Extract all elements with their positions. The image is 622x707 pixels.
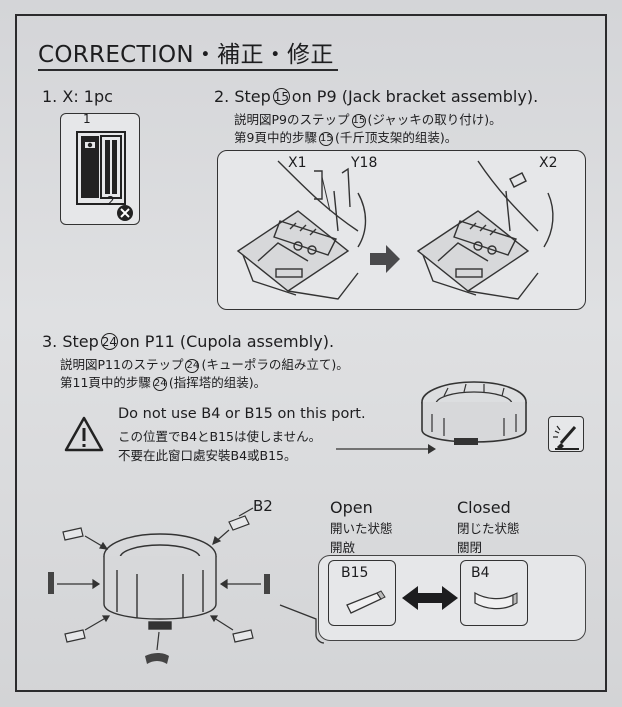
sprue-part-icon — [61, 114, 141, 226]
step1-part-panel: 1 2 — [60, 113, 140, 225]
step2-heading-post: on P9 (Jack bracket assembly). — [292, 87, 538, 106]
step3-cn-post: (指挥塔的组装)。 — [169, 375, 266, 390]
part-number-2: 2 — [107, 194, 115, 208]
open-jp: 開いた状態 — [330, 518, 393, 537]
warning-cn: 不要在此窗口處安裝B4或B15。 — [118, 445, 297, 464]
step2-heading-pre: 2. Step — [214, 87, 271, 106]
title-underline — [38, 69, 338, 71]
step3-number: 24 — [101, 333, 118, 350]
cupola-port-diagram — [414, 370, 534, 470]
open-cn: 開啟 — [330, 537, 355, 556]
jack-bracket-diagram — [218, 151, 587, 311]
step2-jp-pre: 説明図P9のステップ — [234, 112, 350, 127]
warning-en: Do not use B4 or B15 on this port. — [118, 406, 366, 422]
label-b2: B2 — [253, 497, 273, 515]
closed-cn: 關閉 — [457, 537, 482, 556]
step2-cn-post: (千斤顶支架的组装)。 — [335, 130, 457, 145]
step2-cn-pre: 第9頁中的步驟 — [234, 130, 317, 145]
leader-line — [336, 443, 436, 455]
part-number-1: 1 — [83, 112, 91, 126]
open-en: Open — [330, 498, 373, 517]
cupola-exploded-diagram — [45, 494, 305, 674]
step3-heading-pre: 3. Step — [42, 332, 99, 351]
toggle-arrows-icon — [400, 583, 460, 613]
step2-jp-post: (ジャッキの取り付け)。 — [368, 112, 502, 127]
warning-jp: この位置でB4とB15は使しません。 — [118, 426, 321, 445]
cement-brush-icon — [549, 417, 585, 453]
warning-icon — [64, 416, 104, 452]
step2-diagram-panel: X1 Y18 X2 — [217, 150, 586, 310]
closed-jp: 閉じた状態 — [457, 518, 520, 537]
label-y18: Y18 — [351, 155, 377, 171]
label-x1: X1 — [288, 155, 307, 171]
cement-icon-box — [548, 416, 584, 452]
step3-jp-post: (キューポラの組み立て)。 — [201, 357, 348, 372]
step3-cn-pre: 第11頁中的步驟 — [60, 375, 151, 390]
step2-number: 15 — [273, 88, 290, 105]
label-x2: X2 — [539, 155, 558, 171]
b15-part-box: B15 — [328, 560, 396, 626]
closed-en: Closed — [457, 498, 511, 517]
step3-heading-post: on P11 (Cupola assembly). — [120, 332, 334, 351]
step2-cn-number: 15 — [319, 132, 333, 146]
page-title: CORRECTION・補正・修正 — [38, 35, 334, 69]
b15-hatch-part — [329, 561, 397, 627]
step3-jp-pre: 説明図P11のステップ — [60, 357, 183, 372]
step1-heading: 1. X: 1pc — [42, 87, 113, 106]
b4-hatch-part — [461, 561, 529, 627]
step3-jp-number: 24 — [185, 359, 199, 373]
step3-cn-number: 24 — [153, 377, 167, 391]
step2-jp-number: 15 — [352, 114, 366, 128]
b4-part-box: B4 — [460, 560, 528, 626]
